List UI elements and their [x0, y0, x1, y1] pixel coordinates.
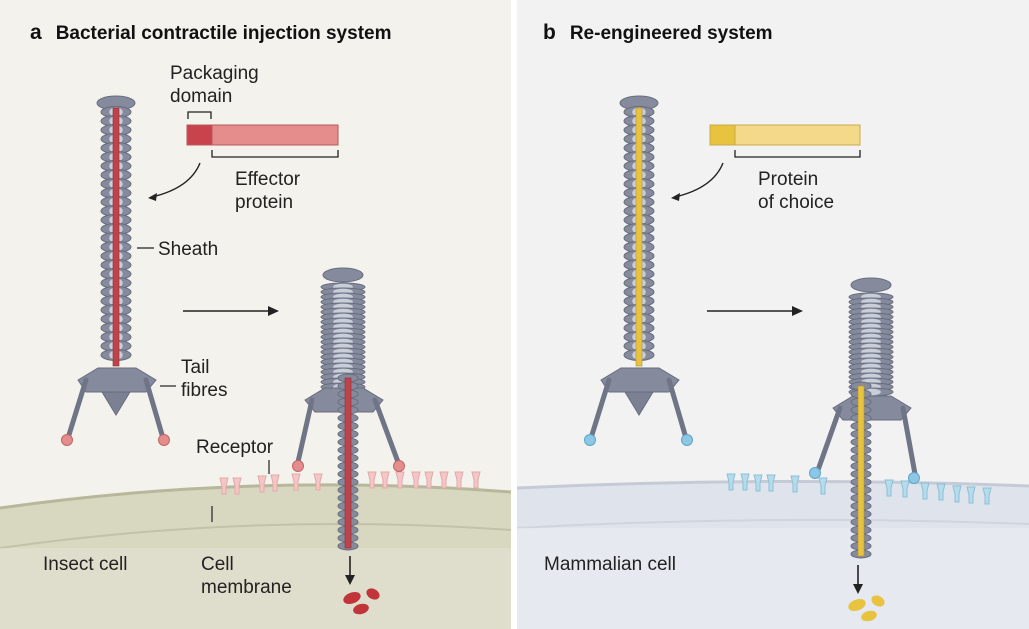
tail-fibre-tip: [908, 472, 920, 484]
panel-b-letter: b: [543, 21, 556, 44]
protein-of-choice-bar: [709, 124, 861, 146]
panel-a-title-text: Bacterial contractile injection system: [55, 23, 392, 44]
contracted-injection-system: [292, 267, 405, 615]
effector-tube: [112, 107, 120, 367]
contracted-sheath-rings: [848, 292, 894, 397]
loading-arrow: [151, 162, 201, 198]
panel-a-letter: a: [30, 21, 42, 44]
extended-injection-system: [584, 95, 693, 446]
effector-protein-bar: [186, 124, 339, 146]
cargo-tube: [635, 107, 643, 367]
tail-fibre-tip: [809, 467, 821, 479]
tail-fibre-tip: [61, 434, 73, 446]
panel-b-title-text: Re-engineered system: [569, 23, 773, 44]
tail-fibre-tip: [158, 434, 170, 446]
cargo-tube: [857, 385, 865, 557]
tail-fibre-tip: [292, 460, 304, 472]
effector-tube: [344, 377, 352, 549]
receptors: [219, 471, 481, 495]
panel-b-title: b Re-engineered system: [543, 21, 773, 45]
protein-bracket: [734, 150, 861, 158]
released-proteins: [848, 595, 885, 622]
sheath-label: Sheath: [158, 239, 219, 260]
contracted-injection-system: [809, 277, 920, 622]
tail-fibre-tip: [393, 460, 405, 472]
cell-membrane-label: Cell membrane: [201, 554, 292, 598]
panel-a-title: a Bacterial contractile injection system: [30, 21, 391, 45]
receptors: [726, 473, 992, 505]
tail-fibre-tip: [584, 434, 596, 446]
protein-of-choice-label: Protein of choice: [758, 169, 835, 213]
released-effectors: [343, 588, 380, 615]
receptor-label: Receptor: [196, 437, 274, 458]
effector-bracket: [211, 150, 339, 158]
effector-protein-label: Effector protein: [235, 169, 301, 213]
packaging-domain-label: Packaging domain: [170, 63, 259, 107]
packaging-bracket: [187, 111, 212, 119]
insect-cell-label: Insect cell: [43, 554, 128, 575]
tail-fibres-label: Tail fibres: [181, 357, 228, 401]
cell-membrane-inner: [0, 523, 511, 549]
panel-a-drawing: [0, 95, 511, 629]
loading-arrow: [674, 162, 724, 198]
tail-fibre-tip: [681, 434, 693, 446]
extended-injection-system: [61, 95, 170, 446]
panel-b-drawing: [517, 95, 1029, 629]
mammalian-cell-label: Mammalian cell: [544, 554, 676, 575]
cell-membrane: [0, 483, 511, 510]
